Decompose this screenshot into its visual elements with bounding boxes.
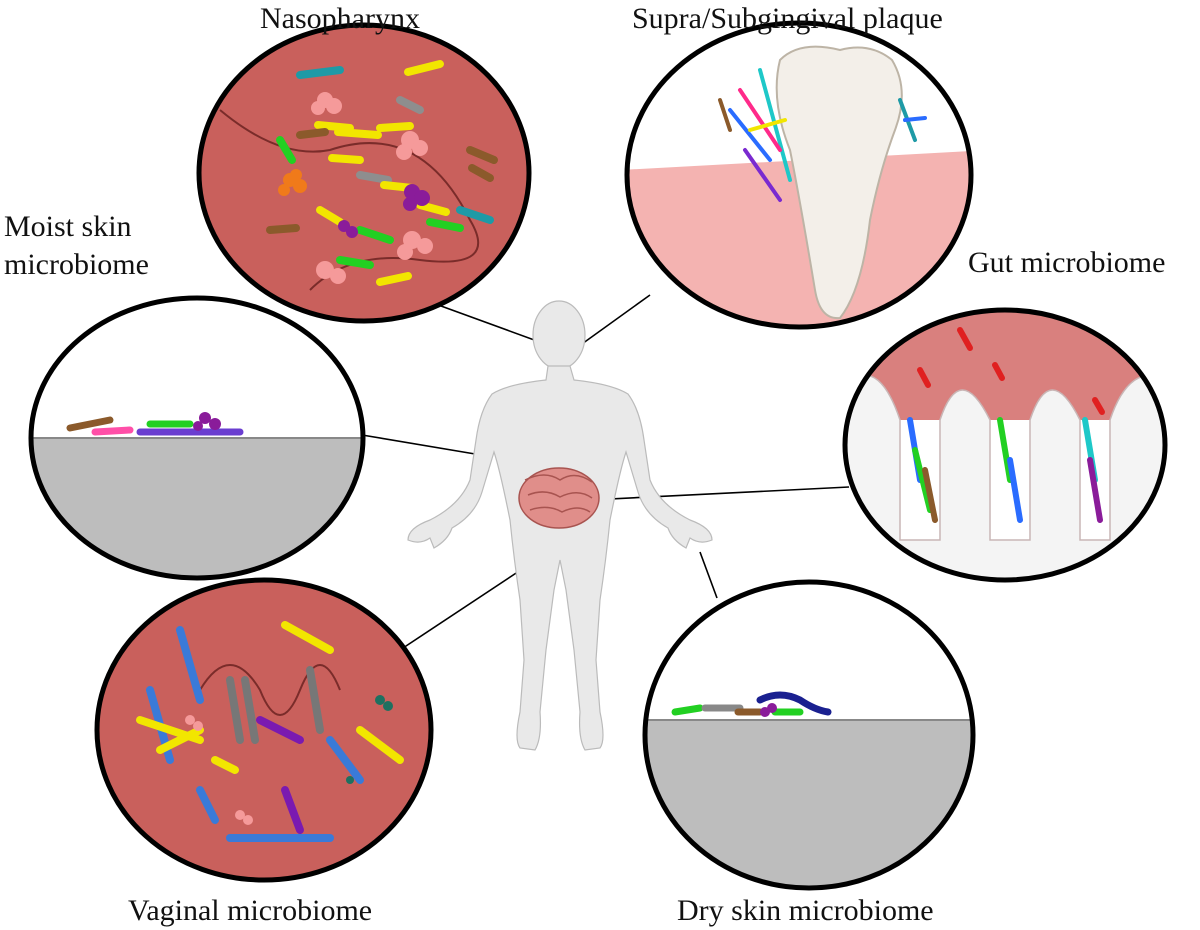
human-body — [407, 300, 713, 751]
intestines — [518, 467, 600, 529]
moist-skin-panel — [28, 295, 366, 581]
dry-skin-panel — [642, 579, 976, 891]
body-torso — [407, 365, 713, 751]
nasopharynx-circle — [196, 22, 532, 324]
label-gut: Gut microbiome — [968, 246, 1166, 279]
label-nasopharynx: Nasopharynx — [260, 2, 420, 35]
nasopharynx-panel — [196, 22, 532, 324]
connector-lines — [361, 294, 850, 649]
moist-skin-circle — [28, 295, 366, 581]
gut-circle — [842, 307, 1168, 583]
label-dry-skin: Dry skin microbiome — [677, 894, 934, 927]
label-moist-line2: microbiome — [4, 248, 149, 281]
line-dry-skin — [699, 551, 718, 599]
dry-skin-circle — [642, 579, 976, 891]
label-moist-line1: Moist skin — [4, 210, 132, 243]
line-gut — [569, 486, 850, 502]
plaque-circle — [624, 20, 974, 330]
tooth-icon — [775, 45, 903, 320]
gut-panel — [842, 307, 1168, 583]
label-vaginal: Vaginal microbiome — [128, 894, 373, 927]
line-moist-skin — [361, 434, 488, 457]
label-moist-skin: Moist skin microbiome — [4, 208, 149, 284]
vaginal-panel — [94, 577, 434, 883]
label-plaque: Supra/Subgingival plaque — [632, 2, 943, 35]
line-nasopharynx — [440, 305, 549, 346]
body-head — [532, 300, 586, 370]
plaque-panel — [624, 20, 974, 330]
vaginal-circle — [94, 577, 434, 883]
